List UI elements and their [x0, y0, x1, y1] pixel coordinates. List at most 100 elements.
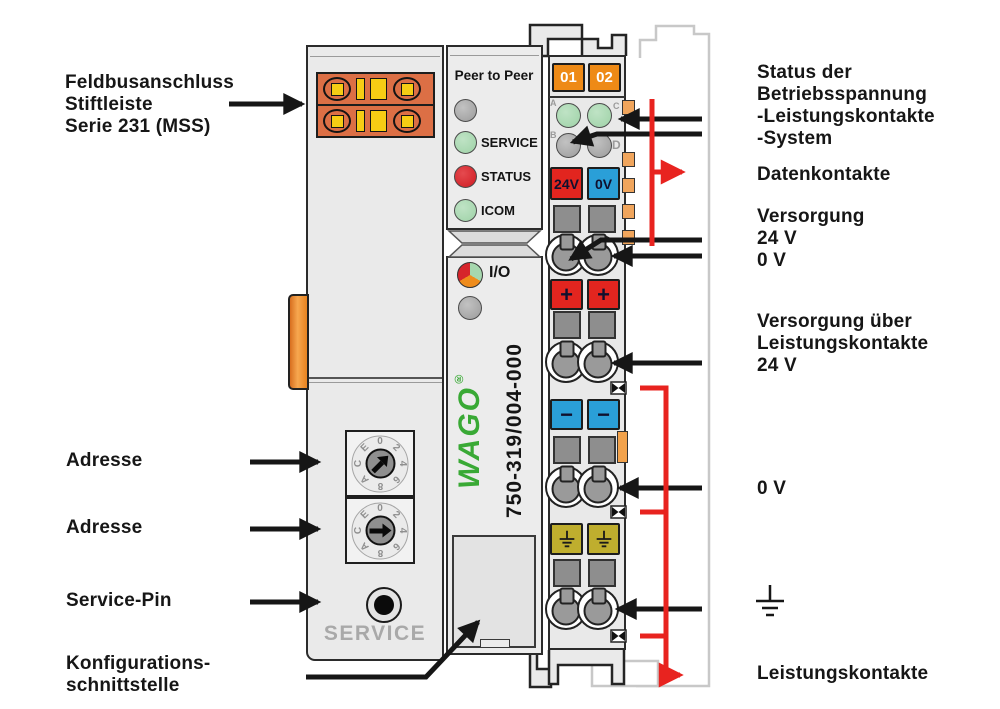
contact-square	[588, 311, 616, 339]
model-number: 750-319/004-000	[503, 343, 526, 519]
pin-icon	[356, 110, 365, 132]
label-config-interface: Konfigurations- schnittstelle	[66, 653, 211, 696]
led-letter-a: A	[550, 98, 557, 108]
rotary-knob	[365, 515, 395, 546]
terminal-label-24v: 24V	[550, 167, 583, 200]
led-letter-d: D	[612, 138, 621, 152]
label-supply-power-contacts: Versorgung über Leistungskontakte 24 V	[757, 311, 929, 376]
rotary-address-switch-low: 0 2 4 6 8 A C E	[345, 497, 415, 564]
terminal-label-minus: −	[550, 399, 583, 430]
pin-icon	[370, 78, 387, 100]
label-supply: Versorgung 24 V 0 V	[757, 206, 865, 271]
label-fieldbus: Feldbusanschluss Stiftleiste Serie 231 (…	[65, 72, 234, 137]
label-power-contacts: Leistungskontakte	[757, 663, 929, 684]
contact-square	[588, 559, 616, 587]
led-service	[454, 131, 477, 154]
red-line-power-contacts	[640, 385, 684, 688]
service-caption: SERVICE	[323, 622, 427, 645]
pin-socket-icon	[323, 77, 351, 101]
rotary-knob	[365, 448, 395, 479]
label-address-low: Adresse	[66, 517, 143, 538]
release-latch	[288, 294, 309, 390]
rotary-dial: 0 2 4 6 8 A C E	[351, 435, 409, 492]
pin-icon	[330, 114, 344, 128]
contact-square	[553, 436, 581, 464]
ghost-module-foot	[590, 659, 660, 688]
dial-digit: 6	[389, 473, 402, 485]
pin-icon	[370, 110, 387, 132]
service-pin-button	[366, 587, 402, 623]
contact-square	[588, 205, 616, 233]
registered-mark: ®	[452, 370, 466, 387]
cage-clamp-terminal-0v	[577, 465, 619, 508]
module-divider-line	[549, 96, 625, 98]
terminal-label-plus: +	[550, 279, 583, 310]
controller-din-foot	[528, 650, 553, 689]
earth-ground-icon	[559, 530, 574, 548]
contact-square	[553, 559, 581, 587]
face-divider-highlight	[308, 382, 442, 383]
dial-digit: 0	[377, 436, 383, 447]
channel-number-02: 02	[588, 63, 621, 92]
peer-to-peer-title: Peer to Peer	[454, 68, 534, 83]
cage-clamp-terminal-earth	[545, 587, 587, 630]
led-b	[556, 133, 581, 158]
led-d	[587, 133, 612, 158]
led-letter-c: C	[613, 101, 620, 111]
earth-ground-icon	[756, 585, 784, 617]
led-letter-b: B	[550, 130, 557, 140]
data-contact-tab	[622, 204, 635, 219]
pin-socket-icon	[323, 109, 351, 133]
pin-icon	[400, 82, 414, 96]
cage-clamp-terminal-0v	[577, 233, 619, 276]
dial-digit: 2	[389, 442, 402, 454]
face-divider-line	[308, 377, 442, 379]
led-icom	[454, 199, 477, 222]
rotary-address-switch-high: 0 2 4 6 8 A C E	[345, 430, 415, 497]
terminal-label-plus: +	[587, 279, 620, 310]
io-indicator-label: I/O	[489, 264, 511, 281]
rotary-arrow-icon	[367, 518, 393, 544]
contact-square	[588, 436, 616, 464]
led-c	[587, 103, 612, 128]
terminal-label-earth	[550, 523, 583, 555]
cage-clamp-terminal-plus	[577, 340, 619, 383]
led-label-status: STATUS	[481, 169, 532, 184]
pin-socket-icon	[393, 77, 421, 101]
dial-digit: 0	[377, 503, 383, 514]
connector-row	[318, 106, 433, 136]
pin-icon	[356, 78, 365, 100]
data-contact-tab	[622, 230, 635, 245]
dial-digit: 4	[396, 527, 408, 534]
top-bevel-line	[450, 55, 539, 56]
power-jumper-knife	[617, 431, 628, 463]
pin-icon	[400, 114, 414, 128]
connector-row	[318, 74, 433, 106]
led-label-icom: ICOM	[481, 203, 515, 218]
led-status	[454, 165, 477, 188]
dial-digit: 8	[377, 547, 383, 558]
led-a	[556, 103, 581, 128]
led-label-service: SERVICE	[481, 135, 538, 150]
cage-clamp-terminal-earth	[577, 587, 619, 630]
earth-ground-icon	[596, 530, 611, 548]
rotary-dial: 0 2 4 6 8 A C E	[351, 502, 409, 559]
data-contact-tab	[622, 100, 635, 115]
pin-socket-icon	[393, 109, 421, 133]
rail-clip-profile-right	[580, 33, 628, 56]
pin-icon	[330, 82, 344, 96]
terminal-label-earth	[587, 523, 620, 555]
contact-square	[553, 205, 581, 233]
label-status: Status der Betriebsspannung -Leistungsko…	[757, 62, 935, 149]
dial-digit: C	[352, 526, 364, 535]
data-contact-tab	[622, 178, 635, 193]
panel-wedge-top	[447, 230, 542, 244]
label-zero-volt: 0 V	[757, 478, 787, 499]
label-service-pin: Service-Pin	[66, 590, 172, 611]
io-module-din-foot	[547, 650, 626, 686]
configuration-cover-latch	[480, 639, 510, 648]
terminal-label-minus: −	[587, 399, 620, 430]
label-data-contacts: Datenkontakte	[757, 164, 891, 185]
contact-square	[553, 311, 581, 339]
